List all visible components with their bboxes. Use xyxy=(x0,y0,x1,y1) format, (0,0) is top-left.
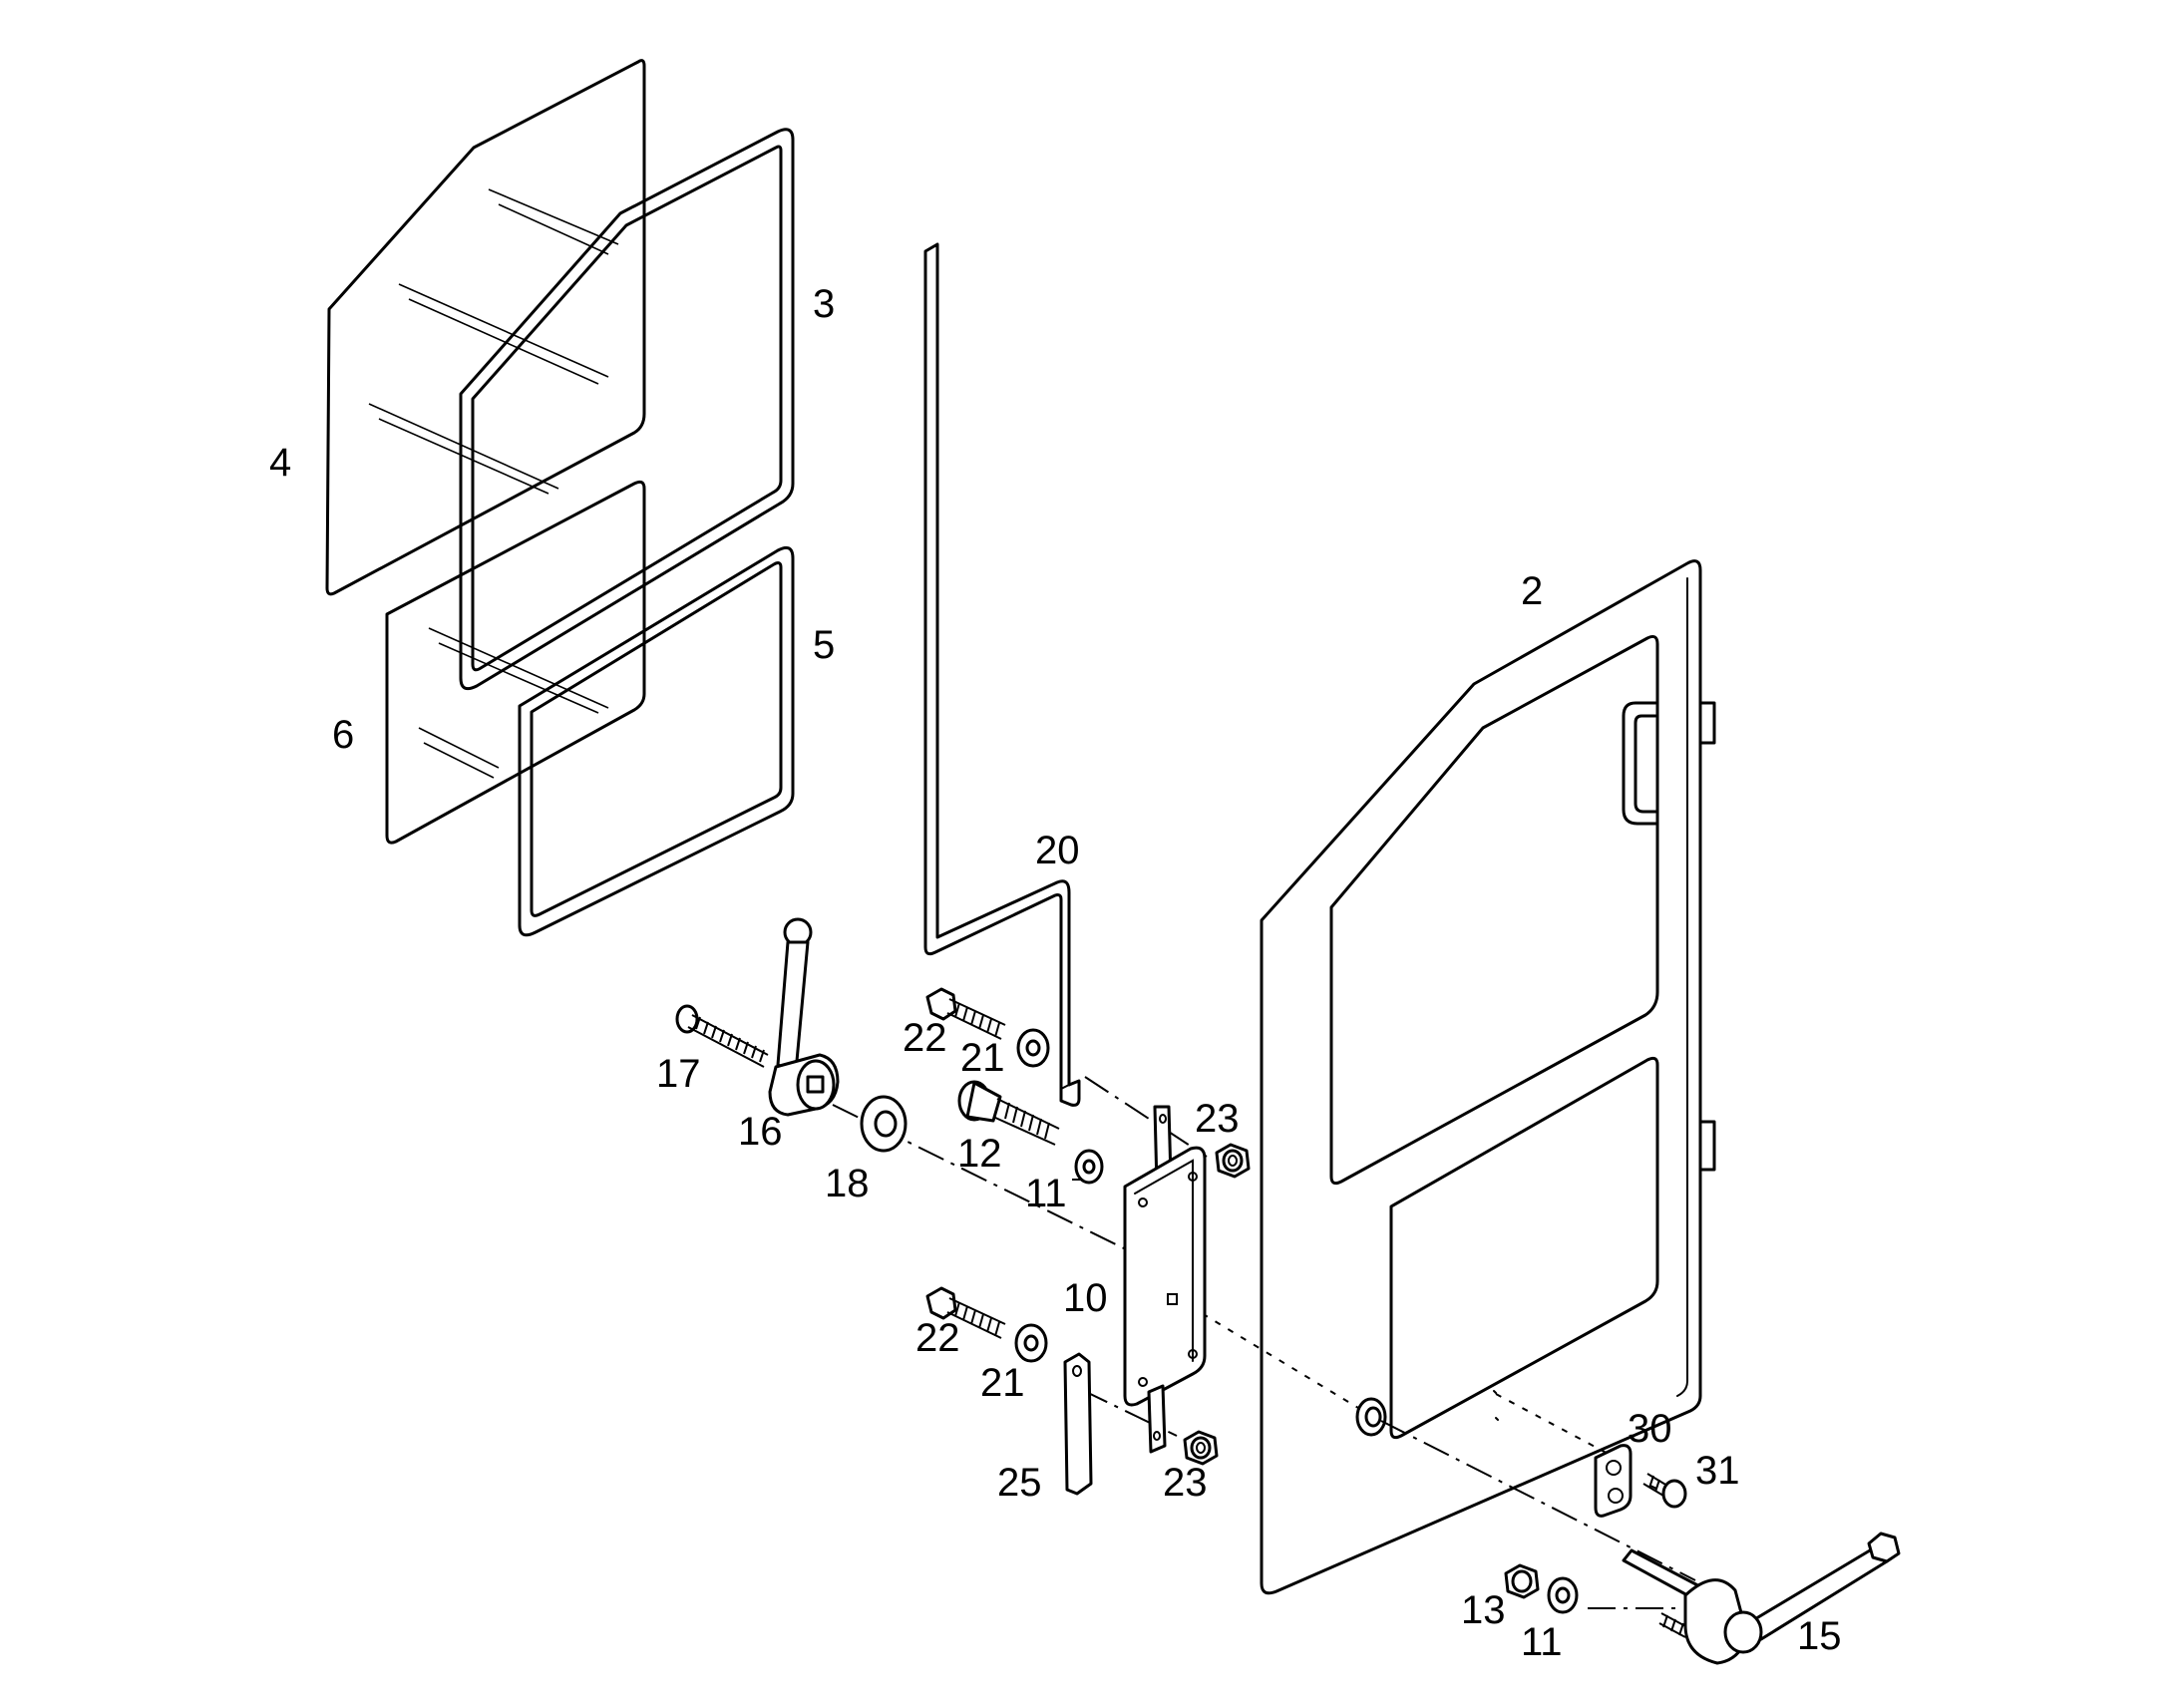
hex-bolt-lower xyxy=(925,1286,1006,1339)
label-20: 20 xyxy=(1035,829,1080,872)
label-13: 13 xyxy=(1461,1588,1506,1632)
label-3: 3 xyxy=(813,282,835,326)
label-22-lower: 22 xyxy=(915,1316,960,1360)
upper-window-seal xyxy=(459,128,795,691)
label-22-upper: 22 xyxy=(903,1016,947,1060)
washer-upper xyxy=(1016,1028,1050,1068)
upper-glass-pane xyxy=(325,59,646,596)
nut-lower xyxy=(1183,1430,1219,1466)
label-16: 16 xyxy=(738,1110,783,1154)
bolt-12 xyxy=(957,1080,1060,1146)
strip-plate xyxy=(1063,1352,1093,1496)
label-6: 6 xyxy=(332,713,354,757)
label-30: 30 xyxy=(1628,1407,1672,1451)
label-18: 18 xyxy=(825,1162,870,1205)
latch-rod xyxy=(923,242,1081,1107)
label-23-upper: 23 xyxy=(1195,1097,1240,1141)
label-2: 2 xyxy=(1521,569,1543,613)
label-12: 12 xyxy=(957,1132,1002,1176)
label-15: 15 xyxy=(1797,1614,1842,1658)
lower-window-seal xyxy=(518,545,795,937)
callout-labels: 2 3 4 5 6 10 11 11 12 13 15 16 17 18 20 … xyxy=(269,282,1842,1664)
washer-11-lower xyxy=(1547,1576,1579,1614)
hex-bolt-upper xyxy=(925,987,1006,1040)
label-31: 31 xyxy=(1695,1449,1740,1493)
label-25: 25 xyxy=(997,1461,1042,1505)
label-5: 5 xyxy=(813,623,835,667)
spacer-washer xyxy=(860,1095,908,1153)
label-21-lower: 21 xyxy=(980,1361,1025,1405)
washer-11-upper xyxy=(1074,1149,1104,1185)
label-17: 17 xyxy=(656,1052,701,1096)
outer-handle xyxy=(1622,1532,1901,1665)
washer-lower xyxy=(1014,1323,1048,1363)
label-4: 4 xyxy=(269,441,291,485)
label-10: 10 xyxy=(1063,1276,1108,1320)
label-23-lower: 23 xyxy=(1163,1461,1208,1505)
long-screw xyxy=(675,1004,769,1068)
screw-31 xyxy=(1642,1473,1687,1509)
label-11-upper: 11 xyxy=(1025,1172,1067,1215)
bracket-30 xyxy=(1594,1444,1633,1518)
label-21-upper: 21 xyxy=(960,1036,1005,1080)
inner-handle-lever xyxy=(768,917,840,1117)
nut-13 xyxy=(1504,1563,1540,1599)
door-panel xyxy=(1260,559,1716,1595)
lock-body xyxy=(1123,1105,1207,1454)
label-11-lower: 11 xyxy=(1521,1620,1563,1664)
nut-upper xyxy=(1215,1143,1251,1179)
